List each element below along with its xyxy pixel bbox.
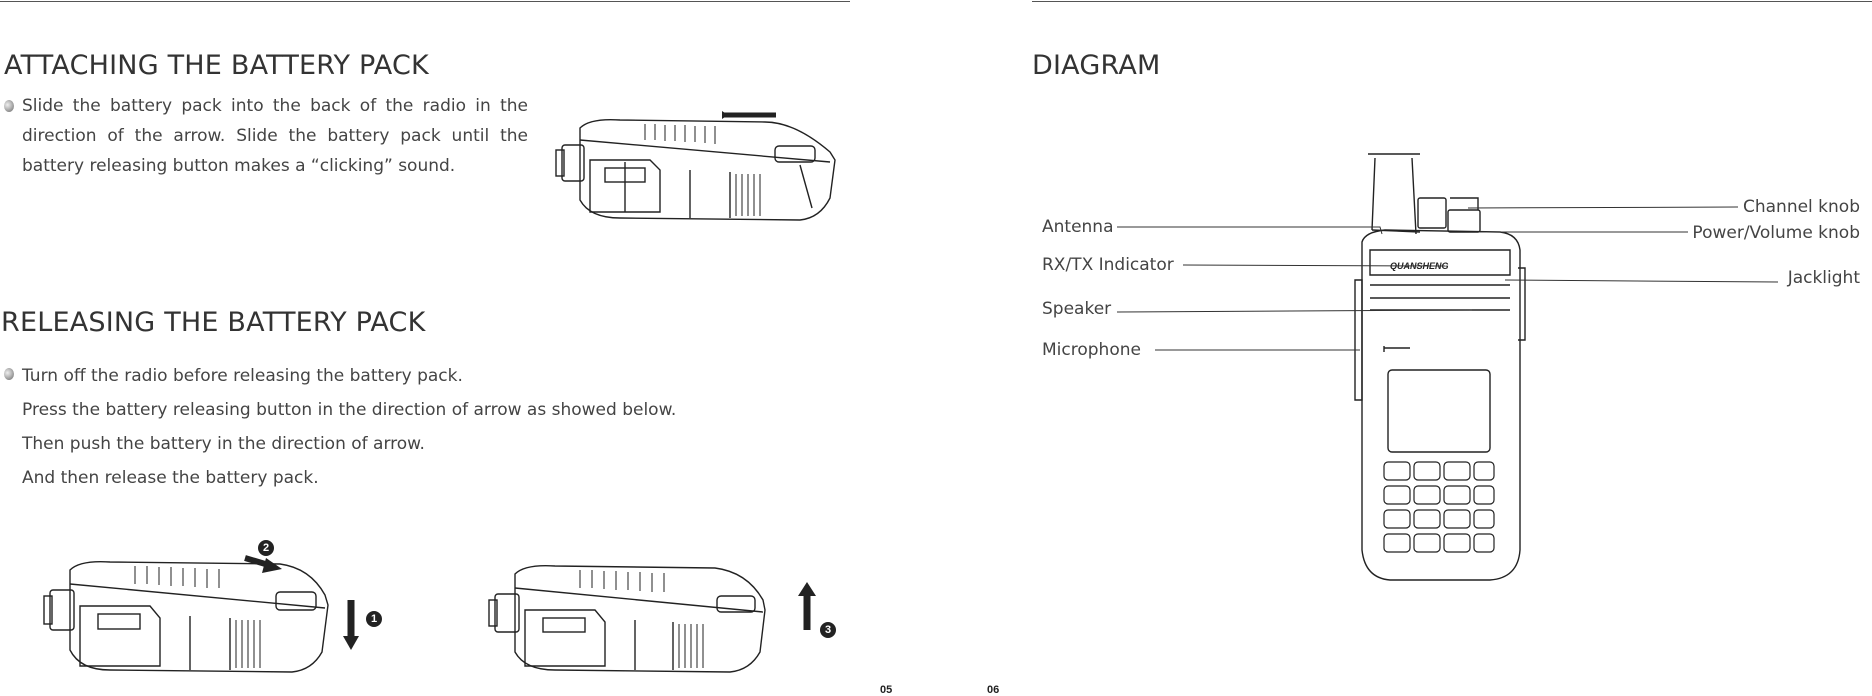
step-marker-2: 2 (258, 540, 274, 556)
callout-microphone: Microphone (1042, 340, 1141, 360)
top-rule-left (0, 1, 850, 2)
page-number-left: 05 (880, 684, 893, 696)
release-line-2: Press the battery releasing button in th… (22, 400, 677, 420)
attach-line-3: battery releasing button makes a “clicki… (22, 156, 456, 176)
page-number-right: 06 (987, 684, 1000, 696)
step-marker-1: 1 (366, 611, 382, 627)
top-rule-right (1032, 1, 1872, 2)
diagram-title: DIAGRAM (1032, 50, 1161, 81)
callout-channel-knob: Channel knob (1742, 197, 1860, 217)
attach-title: ATTACHING THE BATTERY PACK (4, 50, 429, 81)
callout-jacklight: Jacklight (1787, 268, 1860, 288)
release-instructions: Turn off the radio before releasing the … (22, 359, 676, 495)
callout-antenna: Antenna (1042, 217, 1114, 237)
radio-side-illustration-release-3 (488, 564, 816, 673)
release-line-1: Turn off the radio before releasing the … (22, 366, 463, 386)
attach-line-2: direction of the arrow. Slide the batter… (22, 126, 528, 146)
release-line-4: And then release the battery pack. (22, 468, 319, 488)
step-marker-3: 3 (820, 622, 836, 638)
radio-side-illustration-release-1 (43, 555, 359, 673)
release-line-3: Then push the battery in the direction o… (22, 434, 425, 454)
attach-instructions: Slide the battery pack into the back of … (22, 91, 528, 181)
radio-side-illustration-attach (555, 111, 836, 221)
callout-power-volume-knob: Power/Volume knob (1692, 223, 1860, 243)
release-title: RELEASING THE BATTERY PACK (1, 307, 426, 338)
callout-speaker: Speaker (1042, 299, 1112, 319)
attach-line-1: Slide the battery pack into the back of … (22, 96, 528, 116)
bullet-icon (4, 368, 14, 380)
bullet-icon (4, 100, 14, 112)
callout-rx-tx-indicator: RX/TX Indicator (1042, 255, 1174, 275)
